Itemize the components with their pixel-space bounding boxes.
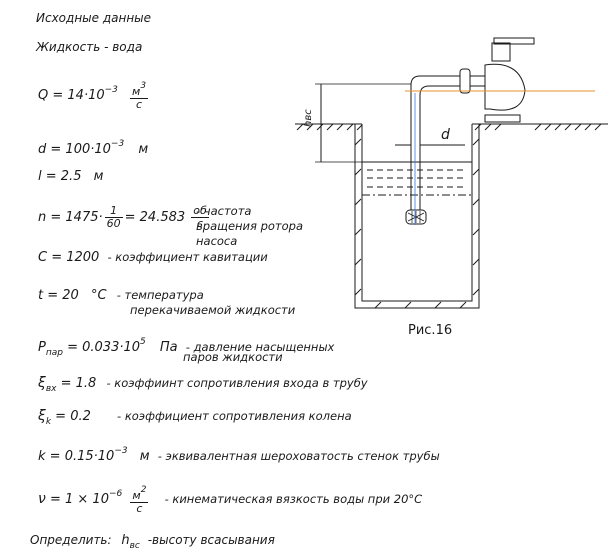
n-frac: 1 60 <box>104 205 123 230</box>
Q-unit-num: м <box>132 85 141 98</box>
k-lhs: k <box>38 449 46 464</box>
n-eq2: = 24.583 <box>124 210 186 225</box>
l-unit: м <box>93 169 104 184</box>
pump-base <box>484 114 521 123</box>
n-desc-2: вращения ротора <box>196 219 304 233</box>
C-lhs: C <box>38 250 48 265</box>
label-d: d <box>441 127 450 143</box>
pump-diagram: hвс d <box>295 37 608 309</box>
pipe-flange <box>459 68 471 94</box>
formula-xi-vx: ξвх = 1.8 - коэффиинт сопротивления вход… <box>38 376 368 396</box>
n-frac-den: 60 <box>106 217 121 230</box>
Q-unit: м3 с <box>130 80 149 111</box>
t-unit: °C <box>90 288 107 303</box>
nu-unit-den: с <box>136 502 143 515</box>
t-desc-2: перекачиваемой жидкости <box>130 303 296 317</box>
t-desc-1: - температура <box>116 288 204 302</box>
task-h-sub: вс <box>129 541 140 551</box>
nu-desc: - кинематическая вязкость воды при 20°C <box>164 492 423 506</box>
Ppar-sub: пар <box>45 348 63 358</box>
n-lhs: n <box>38 210 47 225</box>
Q-lhs: Q <box>38 88 49 103</box>
Ppar-desc-1: - давление насыщенных <box>185 340 335 354</box>
formula-t: t = 20 °C - температура <box>38 288 204 303</box>
pump-outlet <box>491 42 511 62</box>
task-h: h <box>121 533 130 548</box>
pit-hatch <box>354 138 480 309</box>
d-lhs: d <box>38 142 47 157</box>
initial-data-heading: Исходные данные <box>36 11 152 25</box>
task-line: Определить: hвс -высоту всасывания <box>30 533 275 553</box>
n-desc-1: - частота <box>196 204 252 218</box>
d-unit: м <box>138 142 149 157</box>
ground-hatch-right <box>474 123 602 131</box>
d-eq: = 100·10 <box>50 142 111 157</box>
pipe-elbow-inner <box>419 85 460 96</box>
strainer-mesh <box>407 211 425 223</box>
formula-d: d = 100·10−3 м <box>38 137 148 157</box>
C-eq: = 1200 <box>51 250 100 265</box>
nu-eq: = 1 × 10 <box>49 492 109 507</box>
pump-body <box>484 63 526 111</box>
C-desc: - коэффициент кавитации <box>107 250 268 264</box>
k-eq: = 0.15·10 <box>49 449 115 464</box>
Q-unit-den: с <box>136 98 143 111</box>
nu-unit-num-exp: 2 <box>140 485 147 495</box>
Q-exp: −3 <box>104 85 118 95</box>
xi-k-sub: k <box>45 417 52 427</box>
t-lhs: t <box>38 288 44 303</box>
xi-vx-desc: - коэффиинт сопротивления входа в трубу <box>106 376 368 390</box>
nu-lhs: ν <box>38 491 46 507</box>
Q-unit-num-exp: 3 <box>140 81 147 91</box>
Ppar-unit: Па <box>159 340 178 355</box>
l-eq: = 2.5 <box>45 169 82 184</box>
Ppar-eq: = 0.033·10 <box>67 340 141 355</box>
Ppar-desc-2: паров жидкости <box>183 350 283 364</box>
formula-xi-k: ξk = 0.2 - коэффициент сопротивления кол… <box>38 409 352 429</box>
formula-l: l = 2.5 м <box>38 170 103 184</box>
Ppar-exp: 5 <box>140 337 146 347</box>
Ppar-lhs: P <box>38 340 46 355</box>
k-desc: - эквивалентная шероховатость стенок тру… <box>157 449 440 463</box>
Q-eq: = 14·10 <box>52 88 105 103</box>
n-desc-3: насоса <box>196 234 238 248</box>
xi-k-lhs: ξ <box>38 408 46 424</box>
n-unit-num: об <box>191 204 209 218</box>
pit-wall-outer <box>354 124 480 309</box>
task-label: Определить: <box>30 533 112 547</box>
formula-C: C = 1200 - коэффициент кавитации <box>38 250 268 265</box>
strainer <box>405 209 427 225</box>
figure-caption: Рис.16 <box>408 323 453 338</box>
nu-unit-num: м <box>132 489 141 502</box>
formula-n: n = 1475· 1 60 = 24.583 об с <box>38 205 211 230</box>
xi-vx-sub: вх <box>45 384 57 394</box>
l-lhs: l <box>38 169 42 184</box>
xi-k-eq: = 0.2 <box>55 409 91 424</box>
task-desc: -высоту всасывания <box>147 533 275 547</box>
formula-k: k = 0.15·10−3 м - эквивалентная шерохова… <box>38 444 440 464</box>
water-waves <box>367 169 467 188</box>
k-exp: −3 <box>114 446 128 456</box>
liquid-line: Жидкость - вода <box>36 40 143 54</box>
n-frac-num: 1 <box>104 205 123 218</box>
pipe-elbow-outer <box>410 75 460 86</box>
n-unit-den: с <box>197 217 204 230</box>
nu-unit: м2 с <box>130 484 149 515</box>
formula-Ppar: Pпар = 0.033·105 Па - давление насыщенны… <box>38 335 334 360</box>
n-unit: об с <box>191 205 209 230</box>
xi-k-desc: - коэффициент сопротивления колена <box>117 409 352 423</box>
xi-vx-eq: = 1.8 <box>60 376 97 391</box>
xi-vx-lhs: ξ <box>38 375 46 391</box>
k-unit: м <box>139 449 150 464</box>
t-eq: = 20 <box>47 288 79 303</box>
d-exp: −3 <box>110 139 125 149</box>
formula-Q: Q = 14·10−3 м3 с <box>38 80 150 111</box>
pit-outline <box>361 124 473 302</box>
nu-exp: −6 <box>108 489 123 499</box>
ground-hatch-left <box>296 123 363 131</box>
label-h-vs: hвс <box>303 109 314 127</box>
n-eq: = 1475· <box>50 210 103 225</box>
formula-nu: ν = 1 × 10−6 м2 с - кинематическая вязко… <box>38 484 422 515</box>
pump-outlet-flange <box>493 37 535 45</box>
